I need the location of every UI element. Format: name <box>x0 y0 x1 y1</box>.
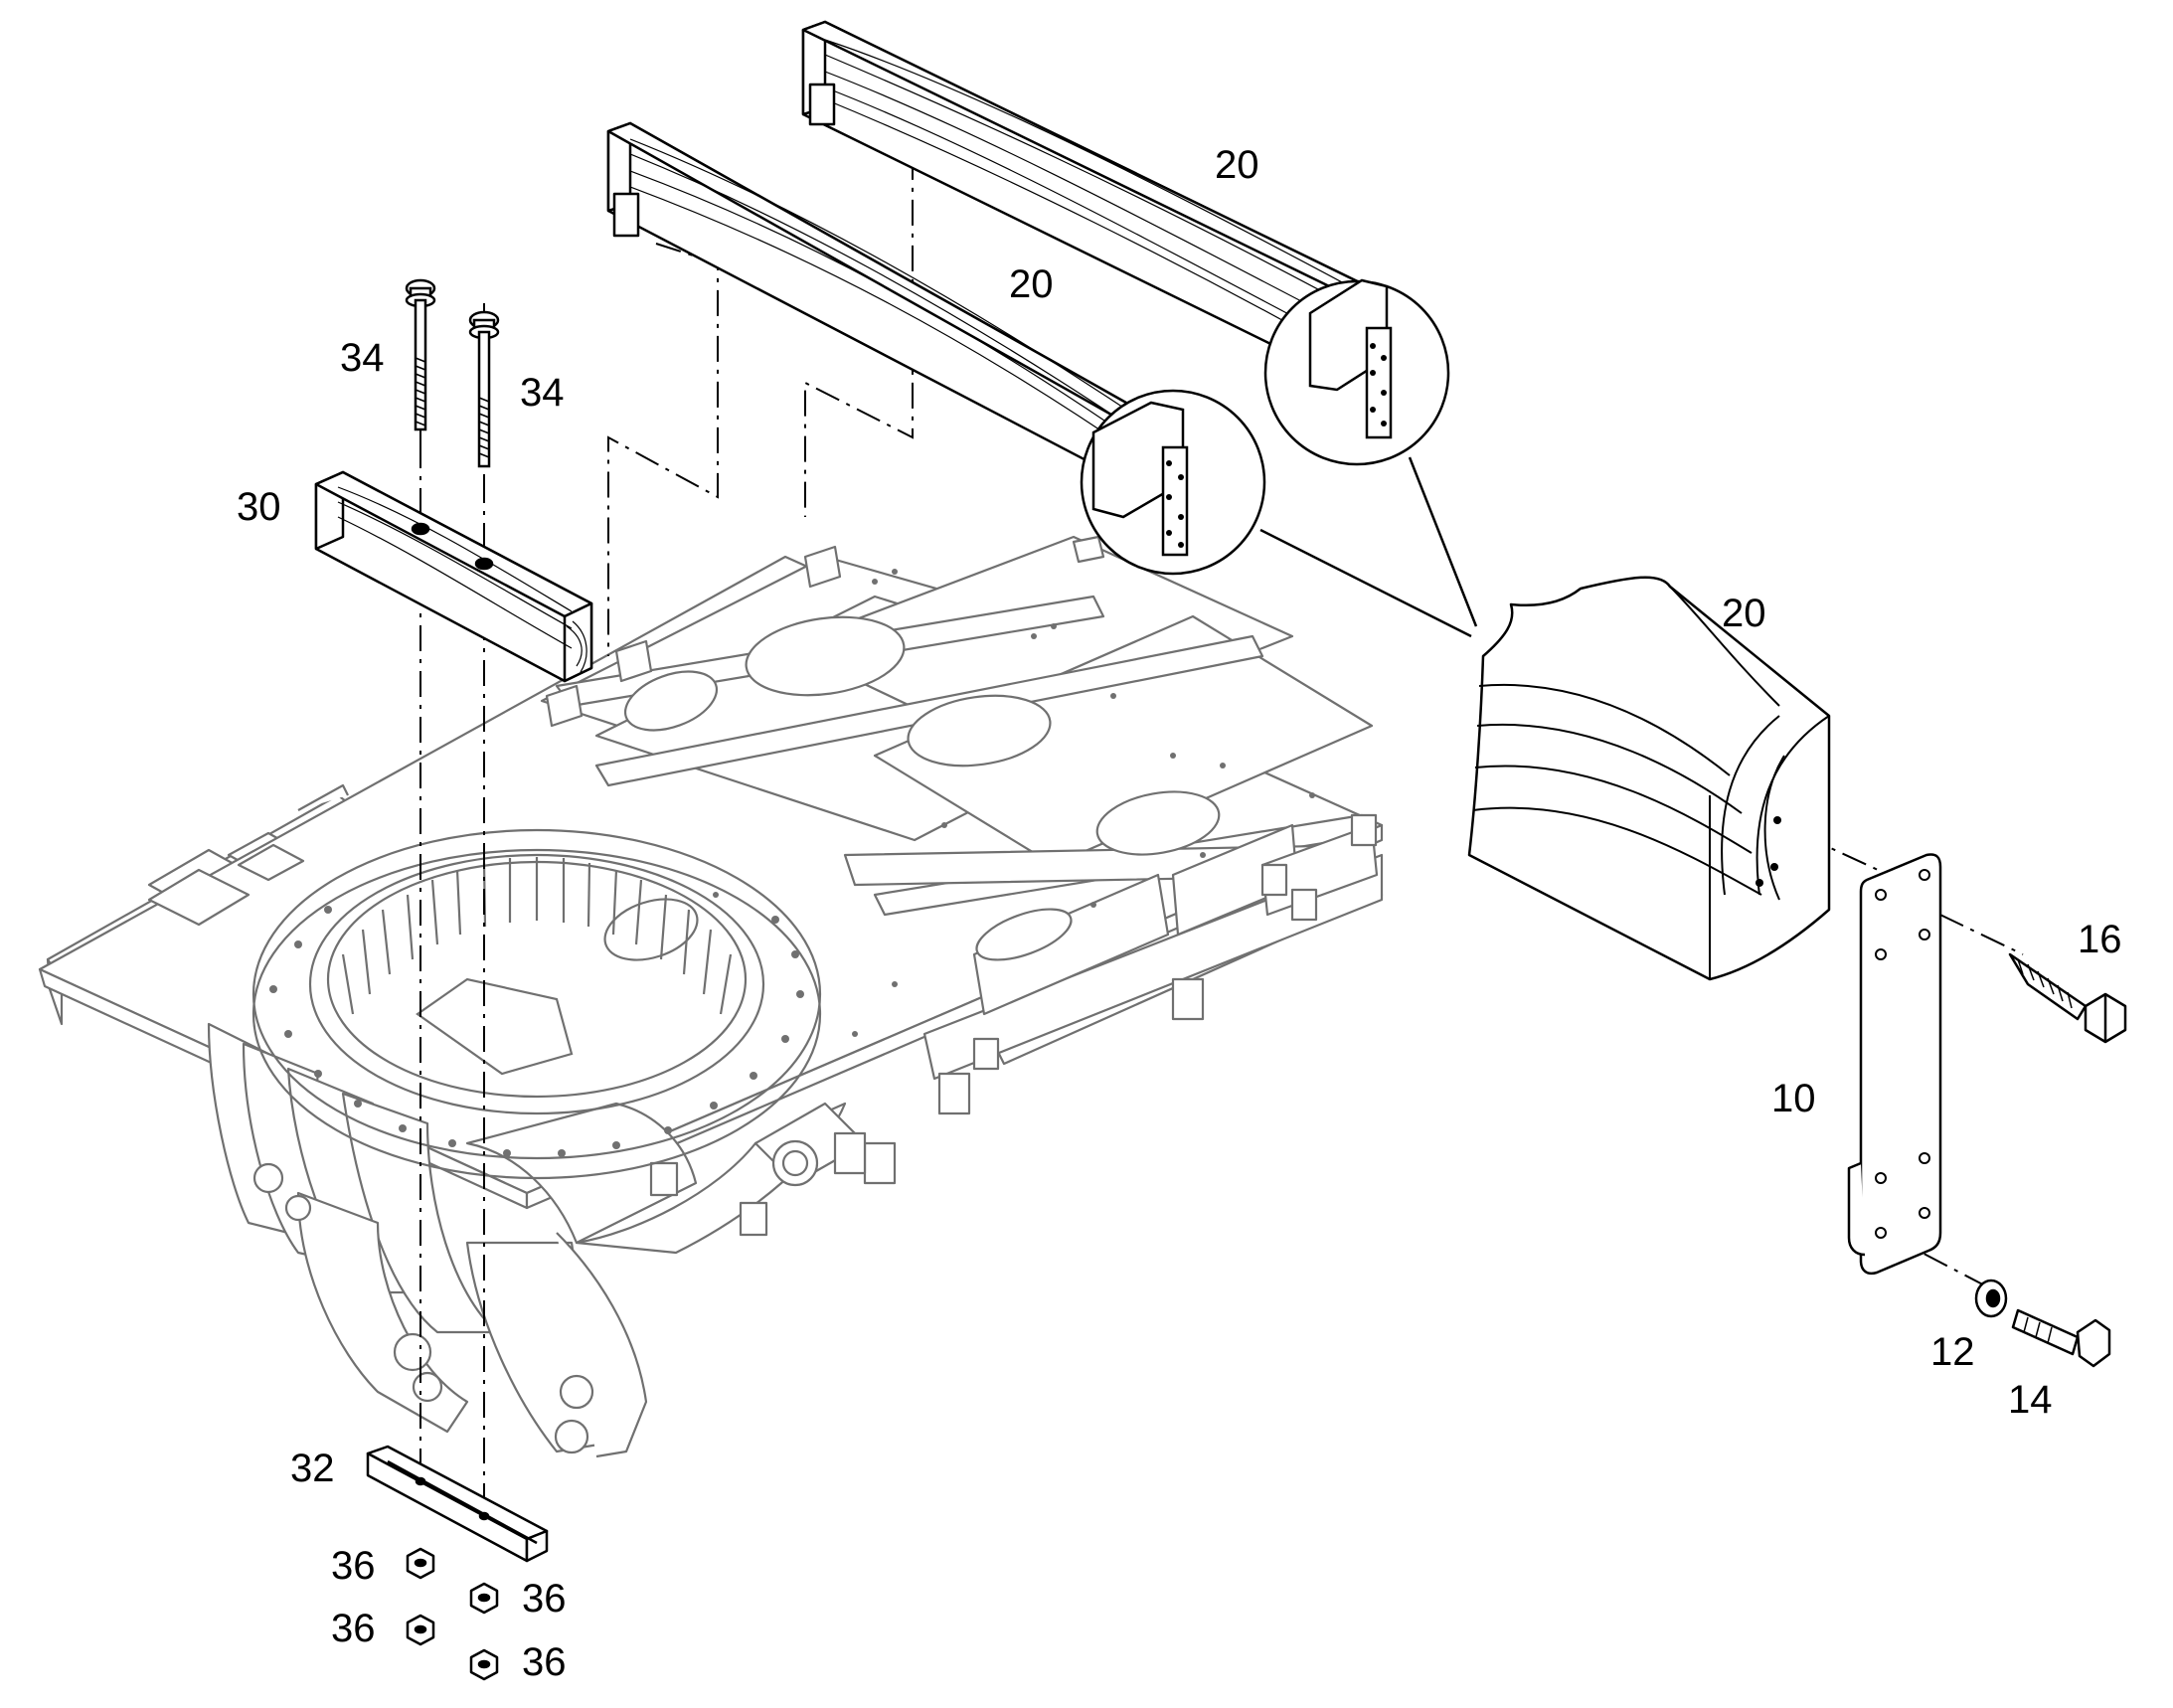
callout-14-hex-bolt: 14 <box>2008 1378 2053 1422</box>
callout-30-timber-block: 30 <box>237 485 281 529</box>
undercarriage-frame <box>38 535 1384 1458</box>
callout-36-nut-lower-right: 36 <box>522 1640 567 1684</box>
steel-channel <box>366 1445 549 1563</box>
callout-36-nut-upper-left: 36 <box>331 1544 376 1588</box>
hex-nuts <box>406 1547 499 1681</box>
callout-10-steel-plate: 10 <box>1771 1077 1816 1120</box>
slewing-ring <box>251 828 822 1180</box>
callout-20-beam-end: 20 <box>1722 592 1766 635</box>
callout-34-right-bolt: 34 <box>520 371 565 415</box>
callout-16-lag-screw: 16 <box>2078 918 2122 961</box>
callout-36-nut-lower-left: 36 <box>331 1607 376 1650</box>
callout-32-channel: 32 <box>290 1447 335 1490</box>
hex-bolt <box>2011 1308 2111 1368</box>
callout-20-rear-beam: 20 <box>1215 143 1259 187</box>
detail-magnifier-circles <box>1080 278 1478 638</box>
callout-12-washer: 12 <box>1930 1330 1975 1374</box>
steel-plate <box>1847 853 1942 1276</box>
callout-20-front-beam: 20 <box>1009 262 1054 306</box>
beam-end-enlarged <box>1467 576 1831 981</box>
lag-screw <box>2008 952 2127 1044</box>
timber-block <box>314 470 593 683</box>
washer <box>1974 1279 2008 1318</box>
callout-34-left-bolt: 34 <box>340 336 385 380</box>
callout-36-nut-upper-right: 36 <box>522 1577 567 1621</box>
long-bolts <box>405 278 500 468</box>
